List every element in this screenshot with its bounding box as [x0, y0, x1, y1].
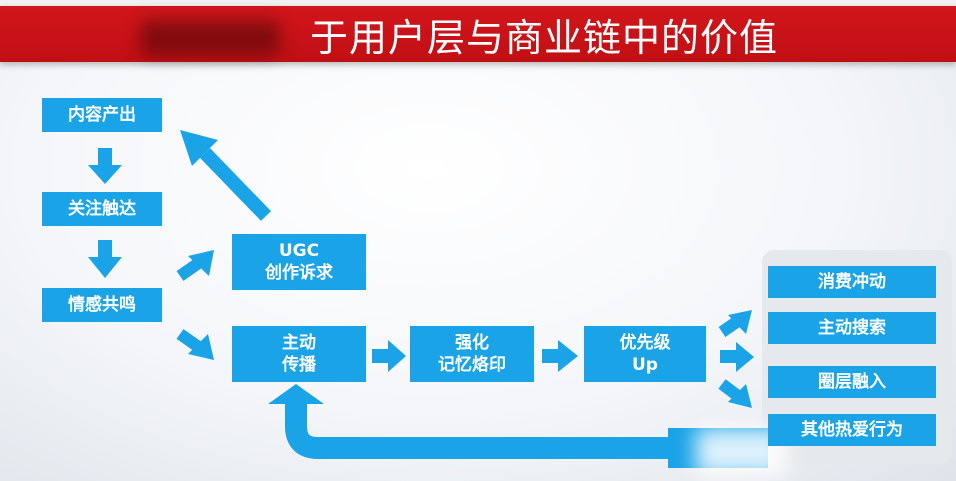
arrow-down-2 — [88, 240, 122, 278]
node-memory-imprint: 强化 记忆烙印 — [410, 326, 534, 382]
outcome-label: 圈层融入 — [818, 372, 886, 392]
title-blur-logo — [140, 20, 280, 56]
node-active-spread-line1: 主动 — [282, 333, 316, 353]
node-active-spread: 主动 传播 — [232, 326, 366, 382]
node-emotional-resonance: 情感共鸣 — [42, 288, 162, 322]
arrow-memory-to-priority — [542, 340, 578, 372]
node-content-output-label: 内容产出 — [68, 105, 136, 125]
node-memory-imprint-line2: 记忆烙印 — [438, 355, 506, 375]
node-ugc-line1: UGC — [278, 241, 320, 261]
node-ugc-line2: 创作诉求 — [265, 263, 333, 283]
return-arrow-head — [268, 384, 324, 404]
node-priority-up-line2: Up — [632, 355, 658, 375]
outcome-label: 消费冲动 — [818, 272, 886, 292]
outcome-active-search: 主动搜索 — [768, 312, 936, 344]
outcome-circle-integration: 圈层融入 — [768, 366, 936, 398]
node-priority-up-line1: 优先级 — [619, 333, 671, 353]
arrow-spread-to-memory — [372, 340, 406, 372]
outcome-consumption-impulse: 消费冲动 — [768, 266, 936, 298]
return-arrow-shaft — [285, 402, 700, 459]
arrow-down-1 — [88, 148, 122, 184]
arrow-priority-up — [718, 310, 752, 337]
arrow-ugc-to-content — [180, 130, 272, 221]
node-memory-imprint-line1: 强化 — [455, 333, 489, 353]
node-ugc: UGC 创作诉求 — [232, 234, 366, 290]
node-active-spread-line2: 传播 — [282, 355, 316, 375]
node-follow-reach: 关注触达 — [42, 192, 162, 226]
outcome-other-passion-behavior: 其他热爱行为 — [768, 414, 936, 446]
arrow-priority-mid — [720, 342, 754, 372]
arrow-priority-down — [718, 379, 752, 408]
arrow-emotion-to-ugc — [176, 250, 214, 281]
node-content-output: 内容产出 — [42, 98, 162, 132]
top-stripe — [0, 0, 956, 6]
node-emotional-resonance-label: 情感共鸣 — [68, 295, 136, 315]
page-title: 于用户层与商业链中的价值 — [310, 16, 779, 60]
arrow-emotion-to-spread — [176, 329, 214, 360]
outcome-label: 主动搜索 — [818, 318, 886, 338]
title-bar: 于用户层与商业链中的价值 — [0, 6, 956, 62]
node-follow-reach-label: 关注触达 — [68, 199, 136, 219]
outcome-label: 其他热爱行为 — [801, 420, 903, 440]
node-priority-up: 优先级 Up — [584, 326, 706, 382]
